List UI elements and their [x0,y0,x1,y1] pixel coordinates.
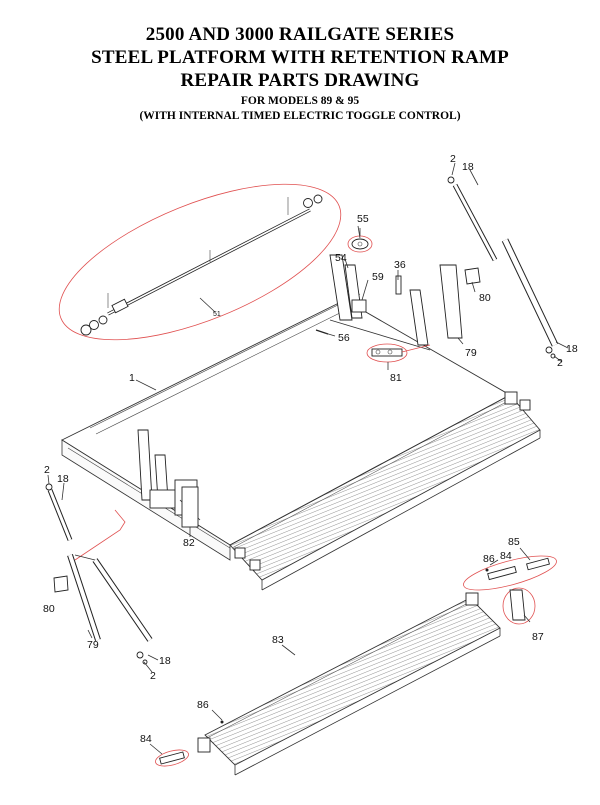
callout-86-upper: 86 [483,553,495,565]
left-lift-struts [45,483,153,665]
callout-79-lower: 79 [87,639,99,651]
callout-18-bottom: 18 [159,655,171,667]
callout-2-right: 2 [557,357,563,369]
leader-lines [47,162,569,755]
callout-18-left: 18 [57,473,69,485]
callout-84-lower: 84 [140,733,152,745]
drawing-subtitle-control: (WITH INTERNAL TIMED ELECTRIC TOGGLE CON… [139,110,461,122]
drawing-title-line2: STEEL PLATFORM WITH RETENTION RAMP [91,47,509,68]
callout-56: 56 [338,332,350,344]
torsion-shaft-assembly [58,183,342,341]
platform-rear-arms [329,254,481,351]
part-55-bolt [347,228,373,253]
callout-85: 85 [508,536,520,548]
callout-80-upper: 80 [479,292,491,304]
callout-82: 82 [183,537,195,549]
retention-ramp [197,592,501,776]
ramp-hardware [155,555,557,767]
main-platform [61,293,541,591]
right-lift-struts [447,176,559,359]
callout-1: 1 [129,372,135,384]
callout-59: 59 [372,271,384,283]
callout-81: 81 [390,372,402,384]
callout-80-lower: 80 [43,603,55,615]
callout-79-upper: 79 [465,347,477,359]
drawing-title-line3: REPAIR PARTS DRAWING [180,70,420,91]
part-82-bracket [181,486,199,537]
callout-54: 54 [335,252,347,264]
callout-18-top: 18 [462,161,474,173]
callout-labels: 1 51 55 54 59 36 80 79 56 81 2 18 18 2 2… [43,153,578,745]
part-81-switch [366,343,431,370]
callout-2-top: 2 [450,153,456,165]
drawing-subtitle-models: FOR MODELS 89 & 95 [240,95,360,107]
callout-87: 87 [532,631,544,643]
callout-84-upper: 84 [500,550,512,562]
callout-55: 55 [357,213,369,225]
callout-2-bottom: 2 [150,670,156,682]
callout-51: 51 [213,311,221,318]
callout-36: 36 [394,259,406,271]
callout-83: 83 [272,634,284,646]
callout-86-lower: 86 [197,699,209,711]
callout-18-right: 18 [566,343,578,355]
drawing-title-line1: 2500 AND 3000 RAILGATE SERIES [145,24,455,45]
callout-2-left: 2 [44,464,50,476]
